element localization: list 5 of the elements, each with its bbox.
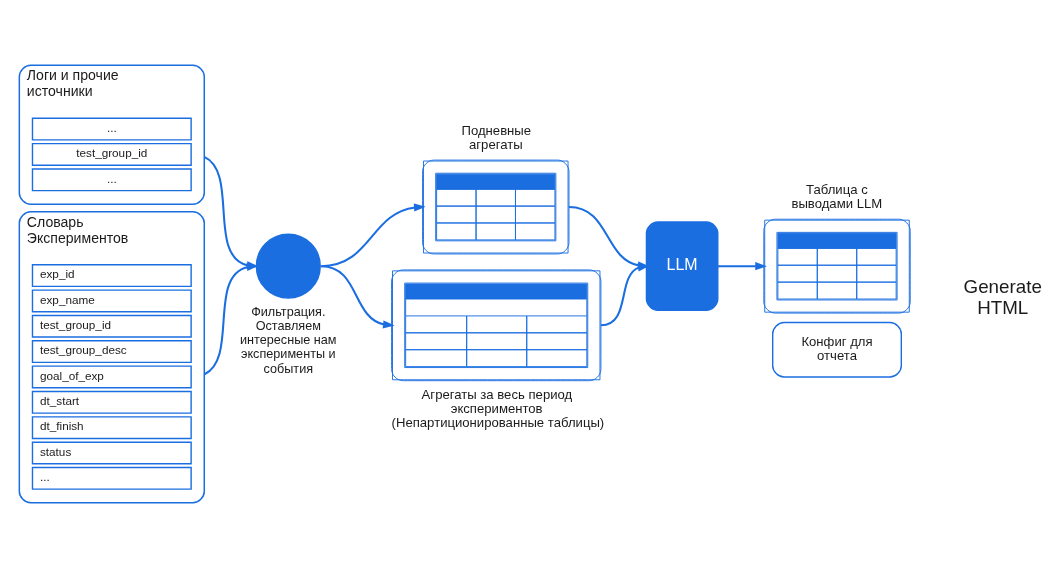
node-label: Фильтрация. Оставляем интересные нам эксперименты и события (240, 304, 337, 376)
node-label: Таблица с выводами LLM (791, 181, 883, 211)
label: Generate HTML (963, 275, 1042, 318)
node-label: Агрегаты за весь период экспериментов (Непартиционированные таблицы) (391, 386, 605, 430)
node-label: Подневные агрегаты (461, 122, 532, 152)
